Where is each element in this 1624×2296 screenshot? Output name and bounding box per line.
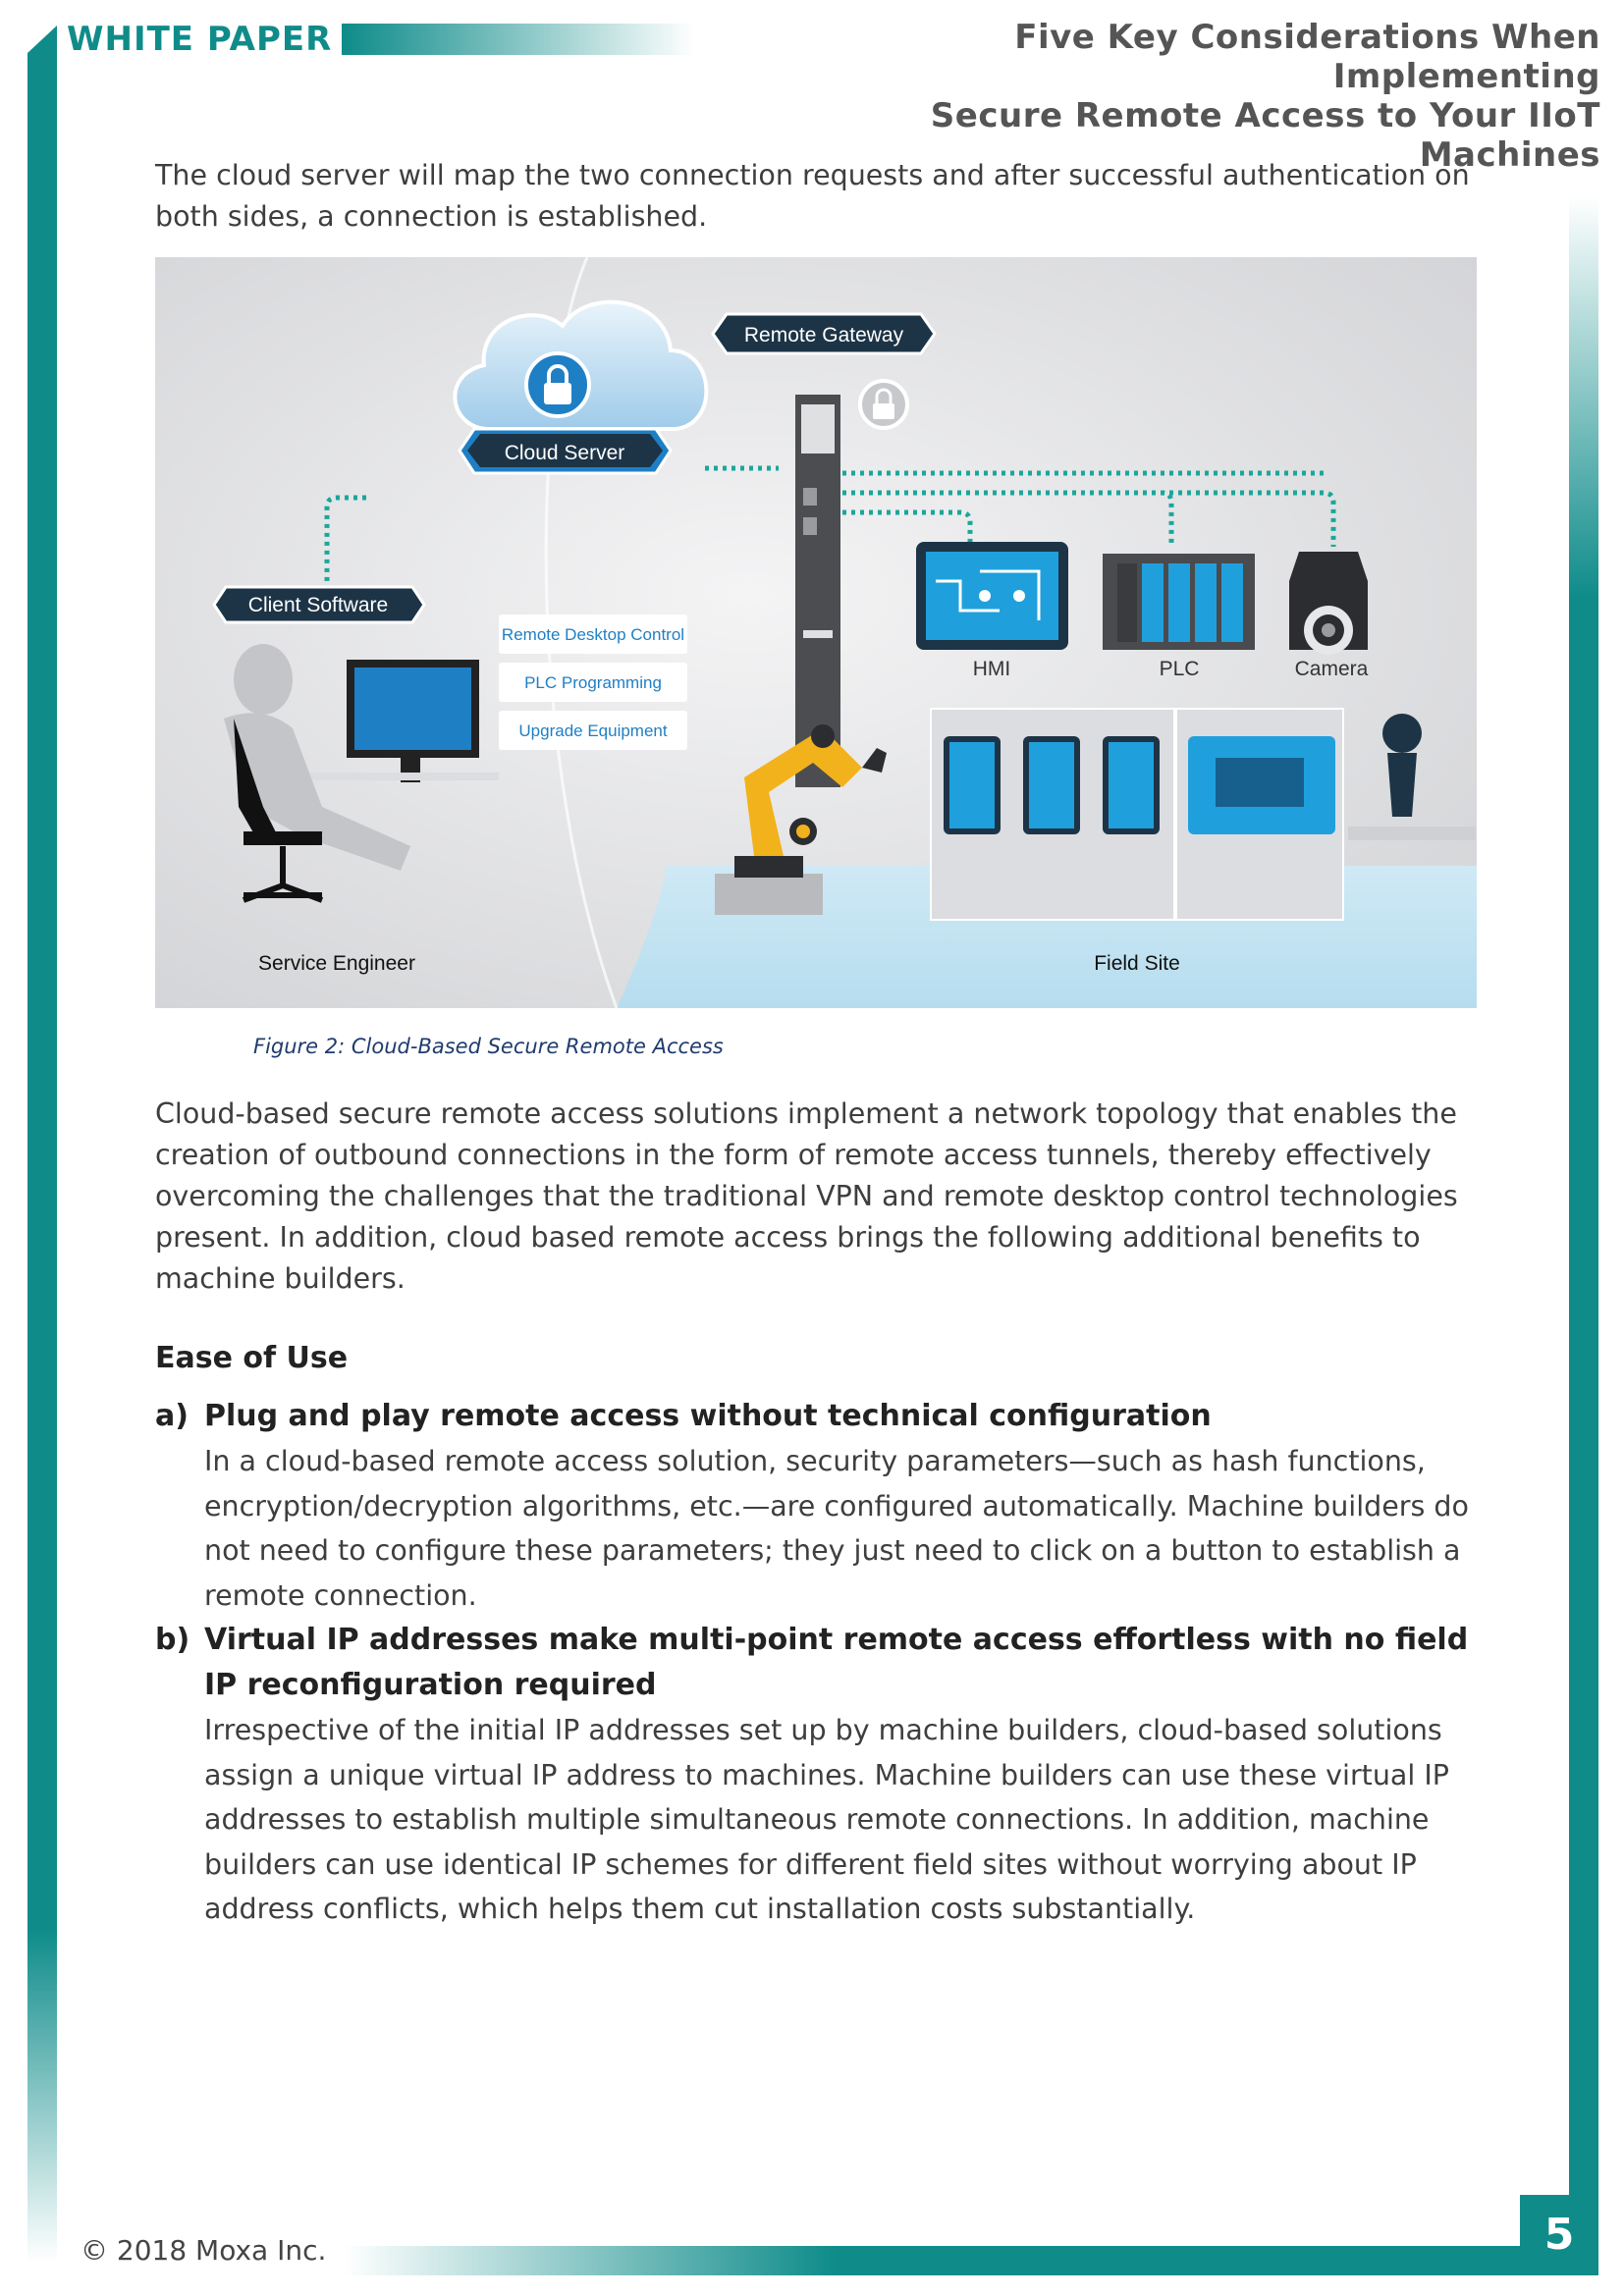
- list-item-marker: a): [155, 1399, 189, 1433]
- upgrade-equipment-label: Upgrade Equipment: [518, 721, 667, 740]
- camera-graphic: Camera: [1289, 552, 1369, 680]
- service-engineer-label: Service Engineer: [258, 952, 415, 975]
- remote-gateway-label: Remote Gateway: [744, 324, 904, 347]
- list-item-marker: b): [155, 1623, 190, 1657]
- figure-diagram: Cloud Server Remote Gateway Client Softw…: [155, 256, 1477, 1009]
- footer-bar: [344, 2246, 1571, 2275]
- list-item-title: Plug and play remote access without tech…: [204, 1399, 1212, 1433]
- section-heading: Ease of Use: [155, 1341, 349, 1375]
- task-cards: Remote Desktop Control PLC Programming U…: [499, 614, 687, 750]
- client-software-pill: Client Software: [212, 585, 426, 624]
- field-site-label: Field Site: [1094, 952, 1180, 975]
- figure-caption: Figure 2: Cloud-Based Secure Remote Acce…: [253, 1035, 724, 1058]
- list-item: a) Plug and play remote access without t…: [155, 1394, 1471, 1618]
- camera-label: Camera: [1295, 658, 1369, 680]
- right-accent-bar: [1569, 196, 1598, 2199]
- remote-desktop-control-label: Remote Desktop Control: [502, 625, 684, 644]
- document-title-line-1: Five Key Considerations When Implementin…: [1014, 18, 1600, 96]
- list-item-title: Virtual IP addresses make multi-point re…: [204, 1623, 1469, 1702]
- cloud-server-label: Cloud Server: [505, 442, 625, 464]
- list-item-body: Irrespective of the initial IP addresses…: [204, 1714, 1449, 1925]
- body-paragraph: Cloud-based secure remote access solutio…: [155, 1097, 1458, 1295]
- document-title: Five Key Considerations When Implementin…: [756, 18, 1600, 175]
- hmi-label: HMI: [973, 658, 1011, 680]
- robot-arm-graphic: [715, 724, 887, 915]
- document-title-line-2: Secure Remote Access to Your IIoT Machin…: [930, 96, 1600, 175]
- cloud-server-graphic: Cloud Server: [453, 299, 709, 475]
- intro-paragraph: The cloud server will map the two connec…: [155, 159, 1470, 233]
- hmi-graphic: HMI: [916, 542, 1068, 680]
- plc-programming-label: PLC Programming: [524, 673, 662, 692]
- header-label: WHITE PAPER: [57, 22, 343, 57]
- field-machines-graphic: Field Site: [930, 708, 1476, 975]
- remote-gateway-pill: Remote Gateway: [711, 312, 937, 355]
- plc-graphic: PLC: [1103, 554, 1255, 680]
- connection-lines: [307, 465, 1336, 594]
- copyright: © 2018 Moxa Inc.: [81, 2234, 327, 2267]
- list-item-body: In a cloud-based remote access solution,…: [204, 1445, 1469, 1612]
- list-item: b) Virtual IP addresses make multi-point…: [155, 1618, 1471, 1932]
- service-engineer-graphic: Service Engineer: [224, 644, 499, 975]
- left-accent-bar: [27, 26, 57, 2262]
- page-number: 5: [1520, 2195, 1598, 2275]
- client-software-label: Client Software: [248, 594, 388, 616]
- plc-label: PLC: [1160, 658, 1200, 680]
